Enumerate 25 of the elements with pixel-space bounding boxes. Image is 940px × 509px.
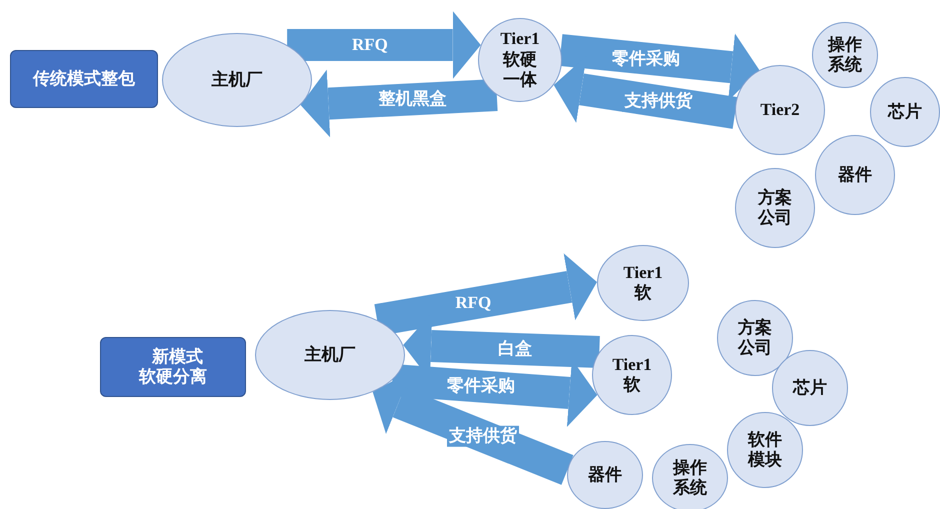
ellipse-node: Tier1 软 <box>597 245 689 321</box>
ellipse-node: 主机厂 <box>255 310 405 400</box>
ellipse-node: 芯片 <box>772 350 848 426</box>
ellipse-node: 器件 <box>815 135 895 215</box>
edge-label: 支持供货 <box>622 90 694 112</box>
block-arrow <box>300 70 498 138</box>
block-arrow <box>374 253 597 336</box>
block-arrow <box>287 11 481 79</box>
ellipse-node: 器件 <box>567 441 643 509</box>
ellipse-node: 方案公司 <box>717 300 793 376</box>
ellipse-node: 操作系统 <box>652 444 728 509</box>
ellipse-node: 软件模块 <box>727 412 803 488</box>
ellipse-node: 芯片 <box>870 77 940 147</box>
ellipse-node: 主机厂 <box>162 33 312 127</box>
ellipse-node: Tier1 软 <box>592 335 672 415</box>
ellipse-node: 方案公司 <box>735 168 815 248</box>
edge-label: 零件采购 <box>444 376 517 397</box>
edge-label: 支持供货 <box>447 426 520 446</box>
ellipse-node: Tier1 软硬一体 <box>478 18 562 102</box>
ellipse-node: Tier2 <box>735 65 825 155</box>
mode-box: 新模式软硬分离 <box>100 337 246 397</box>
edge-label: 白盒 <box>496 338 534 360</box>
mode-box: 传统模式整包 <box>10 50 158 108</box>
edge-label: 整机黑盒 <box>376 89 449 110</box>
ellipse-node: 操作系统 <box>812 22 878 88</box>
